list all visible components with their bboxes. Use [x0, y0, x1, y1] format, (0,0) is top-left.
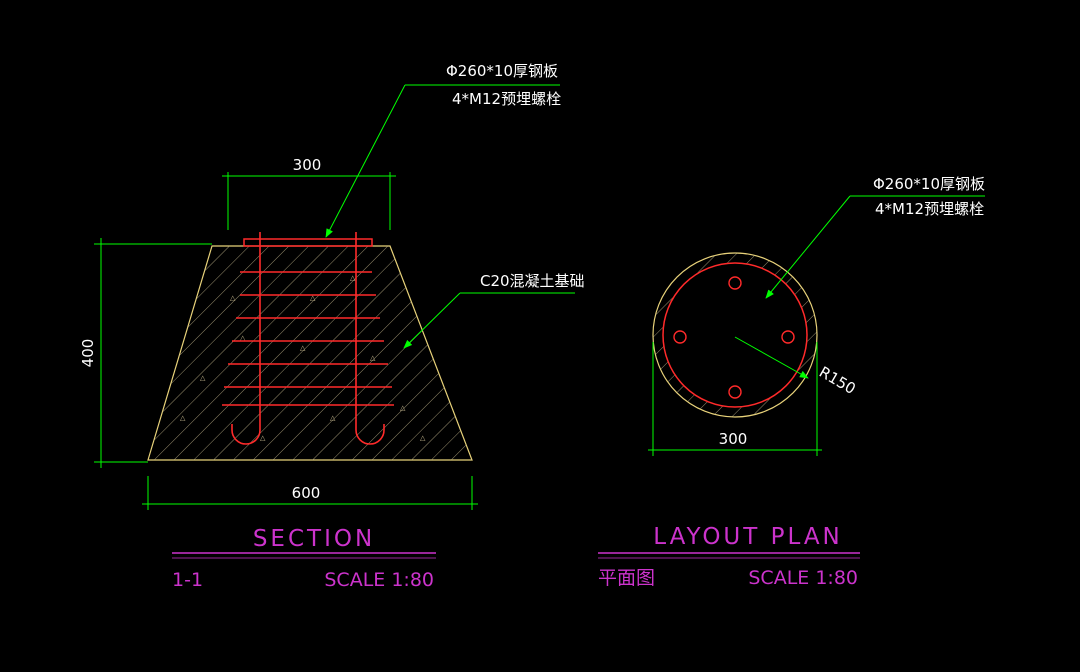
plan-view: R150 300 Φ260*10厚钢板 4*M12预埋螺栓 LAYOUT PLA…	[598, 175, 985, 589]
dimension-bottom-width	[142, 476, 478, 510]
bolt-hole-bottom	[728, 385, 742, 399]
plate-leader-section	[325, 84, 560, 238]
plan-plate-note-1: Φ260*10厚钢板	[873, 175, 985, 193]
radius-leader	[734, 336, 809, 379]
radius-label: R150	[816, 363, 859, 398]
svg-text:△: △	[240, 334, 246, 342]
svg-text:△: △	[180, 414, 186, 422]
svg-text:△: △	[400, 404, 406, 412]
rebar-cage	[222, 232, 394, 445]
svg-text:△: △	[420, 434, 426, 442]
svg-text:△: △	[330, 414, 336, 422]
plan-plate-circle	[662, 262, 808, 408]
svg-text:△: △	[200, 374, 206, 382]
bolt-holes	[673, 276, 795, 399]
plan-title: LAYOUT PLAN	[653, 524, 843, 550]
bolt-hole-right	[781, 330, 795, 344]
section-title: SECTION	[253, 526, 375, 552]
steel-plate-section	[243, 238, 373, 247]
dimension-height	[94, 238, 212, 468]
section-id: 1-1	[172, 569, 203, 591]
concrete-leader	[403, 292, 575, 349]
dim-height-text: 400	[79, 339, 97, 368]
plan-subtitle: 平面图	[598, 567, 655, 589]
svg-text:△: △	[260, 434, 266, 442]
plan-plate-note-2: 4*M12预埋螺栓	[875, 200, 984, 218]
svg-text:△: △	[300, 344, 306, 352]
section-plate-note-1: Φ260*10厚钢板	[446, 62, 558, 80]
dim-bottom-width-text: 600	[292, 484, 321, 502]
dim-top-width-text: 300	[293, 156, 322, 174]
svg-text:△: △	[370, 354, 376, 362]
bolt-hole-left	[673, 330, 687, 344]
aggregate-marks: △ △ △ △ △ △ △ △ △ △ △ △	[180, 274, 426, 442]
svg-text:△: △	[230, 294, 236, 302]
concrete-note: C20混凝土基础	[480, 272, 585, 290]
dimension-top-width	[222, 172, 396, 230]
dimension-diameter	[648, 342, 822, 456]
svg-text:△: △	[310, 294, 316, 302]
section-plate-note-2: 4*M12预埋螺栓	[452, 90, 561, 108]
dim-diameter-text: 300	[719, 430, 748, 448]
plate-leader-plan	[765, 195, 985, 299]
svg-text:△: △	[350, 274, 356, 282]
section-scale: SCALE 1:80	[324, 569, 434, 591]
section-view: △ △ △ △ △ △ △ △ △ △ △ △	[79, 62, 585, 591]
concrete-hatch: △ △ △ △ △ △ △ △ △ △ △ △	[148, 246, 472, 460]
plan-scale: SCALE 1:80	[748, 567, 858, 589]
bolt-hole-top	[728, 276, 742, 290]
